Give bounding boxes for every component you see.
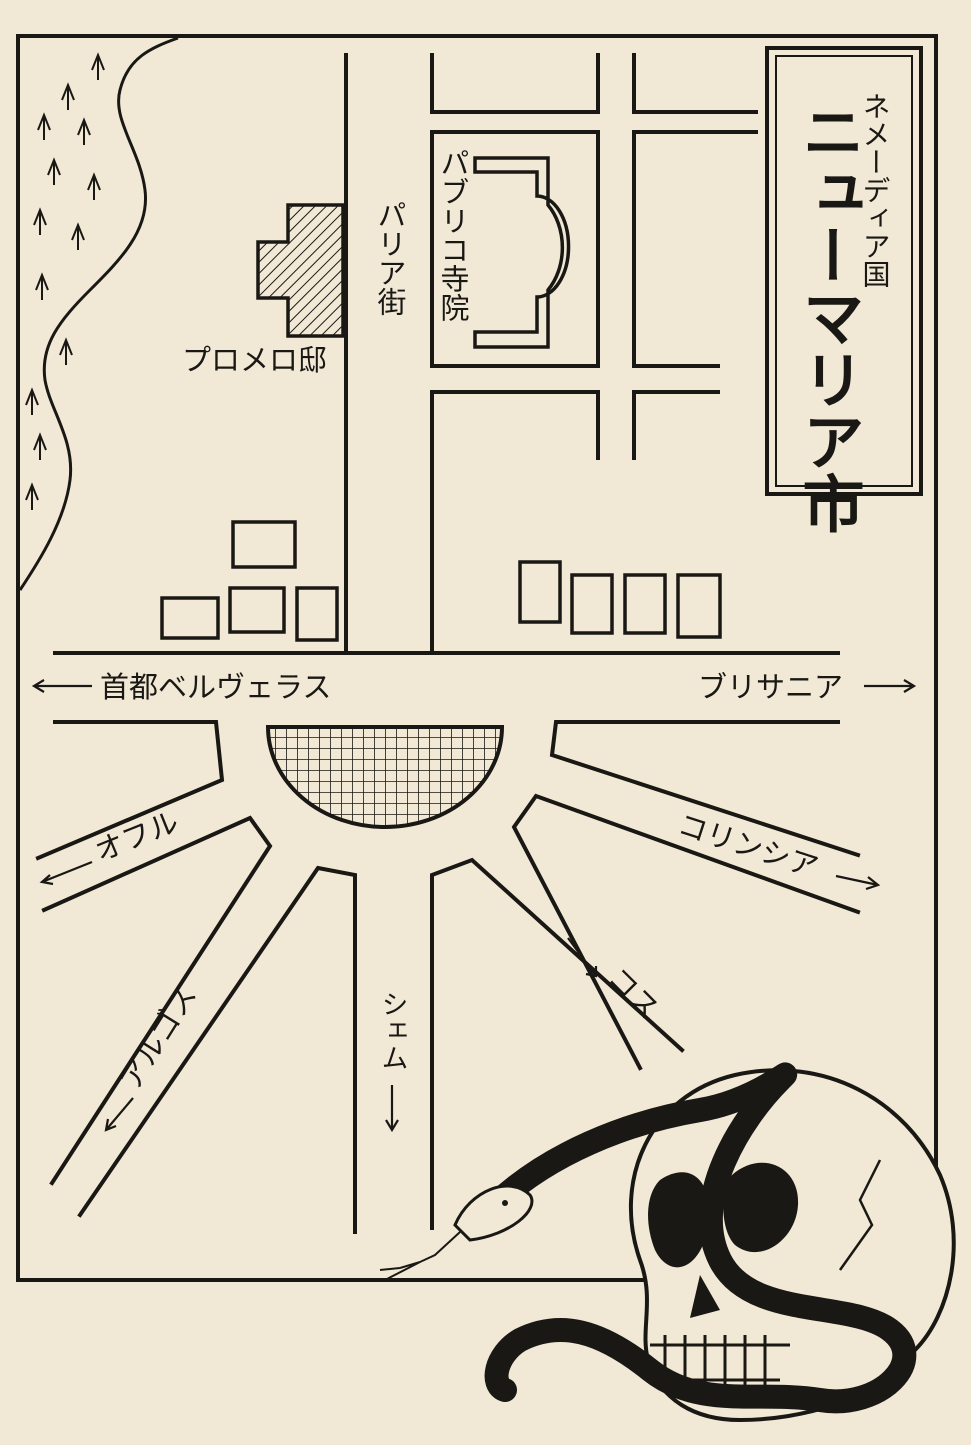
block-lower-right [632, 390, 720, 460]
country-name: ネメーディア国 [859, 92, 892, 288]
arrow-argos [104, 1097, 134, 1132]
arrow-kos [567, 937, 598, 978]
building [570, 573, 614, 635]
skull-teeth [650, 1335, 790, 1392]
building [676, 573, 722, 639]
map-frame [16, 34, 938, 1282]
forest-icon [25, 52, 105, 510]
belverus-label: 首都ベルヴェラス [100, 670, 331, 704]
skull-eye-socket [723, 1162, 799, 1253]
road-argos [77, 865, 357, 1234]
city-name: ニューマリア市 [792, 100, 865, 534]
building [231, 520, 297, 569]
building [295, 586, 339, 642]
pabrico-temple-label: パブリコ寺院 [436, 148, 470, 322]
skull-crack [838, 1159, 882, 1271]
main-road-south-edge-right [549, 720, 861, 858]
pabrico-temple-building [473, 156, 571, 349]
argos-label: アルゴス [113, 980, 203, 1096]
skull-eye-socket [648, 1172, 710, 1268]
skull-nose [690, 1275, 720, 1318]
building [160, 596, 220, 640]
temple-block [430, 130, 600, 368]
shem-label: シェム [377, 990, 408, 1071]
block-top [430, 53, 600, 114]
main-road-south-edge [35, 720, 225, 861]
arrow-ophir [39, 860, 93, 886]
arrow-left-belverus [31, 679, 92, 693]
title-box-outer [765, 46, 923, 496]
ophir-label: オフル [90, 804, 183, 868]
snake-scales [466, 1065, 914, 1411]
arrow-shem [385, 1085, 399, 1133]
arrow-corinthia [835, 874, 881, 891]
forest-edge [18, 36, 179, 591]
brythunia-label: ブリサニア [698, 670, 843, 704]
promero-mansion-label: プロメロ邸 [182, 343, 327, 377]
arrow-right-brythunia [864, 679, 917, 693]
road-ophir [41, 815, 273, 1186]
snake-head [453, 1184, 534, 1242]
road-shem [430, 857, 685, 1230]
snake-skull-illustration [379, 1062, 956, 1423]
title-box-inner [775, 55, 913, 487]
building [228, 586, 286, 634]
snake-eye [502, 1200, 508, 1206]
block-top-right [632, 53, 758, 114]
building [518, 560, 562, 624]
paria-street-label: パリア街 [373, 200, 407, 316]
plaza-grid-icon [265, 725, 505, 829]
road-kos [511, 793, 861, 1071]
block-right-mid [632, 130, 758, 368]
snake-tongue [379, 1231, 461, 1281]
promero-mansion-building [256, 203, 345, 338]
building [623, 573, 667, 635]
block-lower [430, 390, 600, 460]
